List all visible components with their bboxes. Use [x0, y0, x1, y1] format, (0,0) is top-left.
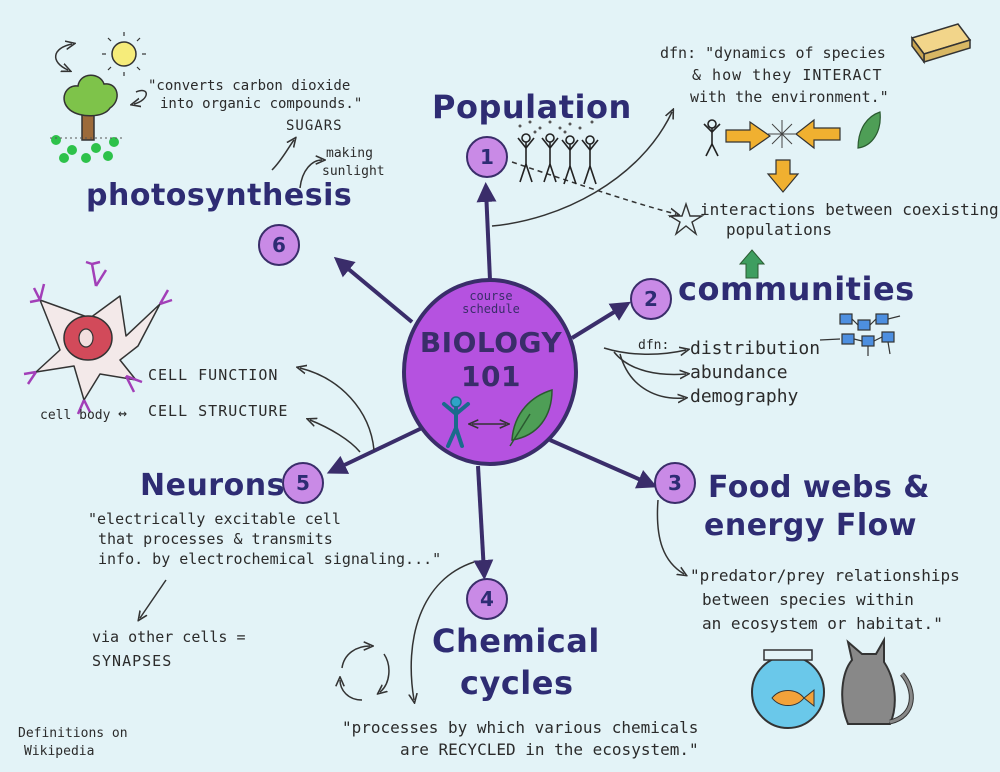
population-title: Population	[432, 88, 632, 126]
network-icon	[819, 313, 901, 356]
communities-item-abundance: abundance	[690, 362, 788, 383]
arrow-to-neurons	[326, 426, 423, 474]
food-webs-title-line1: Food webs &	[708, 470, 930, 505]
arrow-to-photosynthesis	[333, 256, 414, 324]
arrow-to-interactions	[511, 161, 676, 214]
photosynthesis-number-badge: 6	[258, 224, 300, 266]
cycle-arrows-icon	[340, 646, 390, 701]
chemical-cycles-title-line2: cycles	[460, 664, 574, 702]
arrow-to-chemical-cycles	[473, 465, 494, 580]
cell-structure-label: CELL STRUCTURE	[148, 402, 289, 420]
food-webs-title-line2: energy Flow	[704, 508, 917, 543]
arrow-to-synapses	[140, 579, 167, 618]
food-webs-quote-line3: an ecosystem or habitat."	[702, 614, 943, 633]
spark-icon	[768, 120, 796, 148]
chemical-cycles-quote-line2: are RECYCLED in the ecosystem."	[400, 740, 699, 759]
population-definition-line1: dfn: "dynamics of species	[660, 44, 886, 62]
orange-arrow-down-icon	[766, 159, 800, 193]
population-definition-line2: & how they INTERACT	[692, 66, 883, 84]
arrow-to-cell-structure	[310, 420, 361, 453]
interactions-line1: interactions between coexisting	[700, 200, 999, 219]
photosynthesis-quote-line2: into organic compounds."	[160, 96, 363, 112]
arrow-chem-quote	[411, 561, 475, 700]
thin-arrows	[140, 112, 686, 700]
population-dots	[518, 120, 594, 134]
small-leaf-icon	[857, 111, 881, 149]
tree-icon	[63, 74, 118, 141]
orange-arrow-right-icon	[725, 120, 772, 152]
center-title-number: 101	[461, 360, 521, 393]
food-webs-quote-line1: "predator/prey relationships	[690, 566, 960, 585]
arrow-to-cell-function	[300, 368, 375, 451]
population-number-badge: 1	[466, 136, 508, 178]
arrow-to-food-webs	[549, 438, 658, 489]
arrow-to-demography	[619, 353, 684, 398]
arrow-to-abundance	[613, 351, 686, 374]
cat-icon	[841, 636, 914, 725]
photosynthesis-sunlight: sunlight	[322, 164, 385, 179]
arrow-to-distribution	[603, 348, 686, 354]
chemical-cycles-number-badge: 4	[466, 578, 508, 620]
arrow-to-food-quote	[656, 499, 684, 574]
communities-item-distribution: distribution	[690, 338, 821, 359]
cell-body-arrow: ↔	[118, 404, 128, 422]
neurons-quote-line2: that processes & transmits	[98, 530, 333, 548]
stick-figures-icon	[517, 133, 599, 185]
communities-number-badge: 2	[630, 278, 672, 320]
soil-dots	[51, 135, 119, 163]
center-leaf-icon	[509, 388, 553, 447]
arrow-to-making	[299, 160, 322, 189]
arrow-to-communities	[570, 301, 631, 340]
center-title: BIOLOGY	[419, 326, 563, 359]
orange-arrow-left-icon	[795, 118, 841, 150]
communities-item-demography: demography	[690, 386, 799, 407]
sun-icon	[102, 32, 146, 76]
footer-line1: Definitions on	[18, 726, 128, 741]
arrow-to-population	[476, 182, 497, 281]
fishbowl-icon	[751, 649, 825, 729]
photosynthesis-making: making	[326, 146, 373, 161]
neurons-via-line2: SYNAPSES	[92, 652, 173, 670]
cell-function-label: CELL FUNCTION	[148, 366, 279, 384]
center-subtitle: course schedule	[462, 289, 520, 316]
arrow-population-to-dfn	[491, 112, 672, 227]
interactions-line2: populations	[726, 220, 832, 239]
neurons-via-line1: via other cells =	[92, 628, 246, 646]
food-webs-number-badge: 3	[654, 462, 696, 504]
green-arrow-up-icon	[738, 249, 766, 279]
neurons-title: Neurons	[140, 468, 285, 503]
cell-body-label: cell body	[40, 408, 111, 423]
chemical-cycles-title-line1: Chemical	[432, 622, 600, 660]
sun-arrow	[55, 44, 72, 70]
chemical-cycles-quote-line1: "processes by which various chemicals	[342, 718, 699, 737]
neuron-icon	[23, 260, 173, 415]
footer-line2: Wikipedia	[24, 744, 95, 759]
communities-title: communities	[678, 270, 915, 308]
neurons-quote-line1: "electrically excitable cell	[88, 510, 341, 528]
star-icon	[667, 201, 705, 237]
arrow-to-sugars	[271, 140, 294, 171]
neurons-quote-line3: info. by electrochemical signaling..."	[98, 550, 442, 568]
person-icon	[442, 396, 470, 448]
book-icon	[910, 23, 972, 65]
tree-arrow	[134, 89, 147, 104]
communities-dfn-label: dfn:	[638, 338, 670, 353]
food-webs-quote-line2: between species within	[702, 590, 914, 609]
small-person-icon	[703, 119, 721, 157]
fish-icon	[771, 688, 815, 708]
neurons-number-badge: 5	[282, 462, 324, 504]
photosynthesis-quote-line1: "converts carbon dioxide	[148, 78, 351, 94]
population-definition-line3: with the environment."	[690, 88, 889, 106]
photosynthesis-title: photosynthesis	[86, 178, 353, 213]
branch-arrows	[326, 182, 658, 580]
photosynthesis-sugars: SUGARS	[286, 118, 343, 134]
